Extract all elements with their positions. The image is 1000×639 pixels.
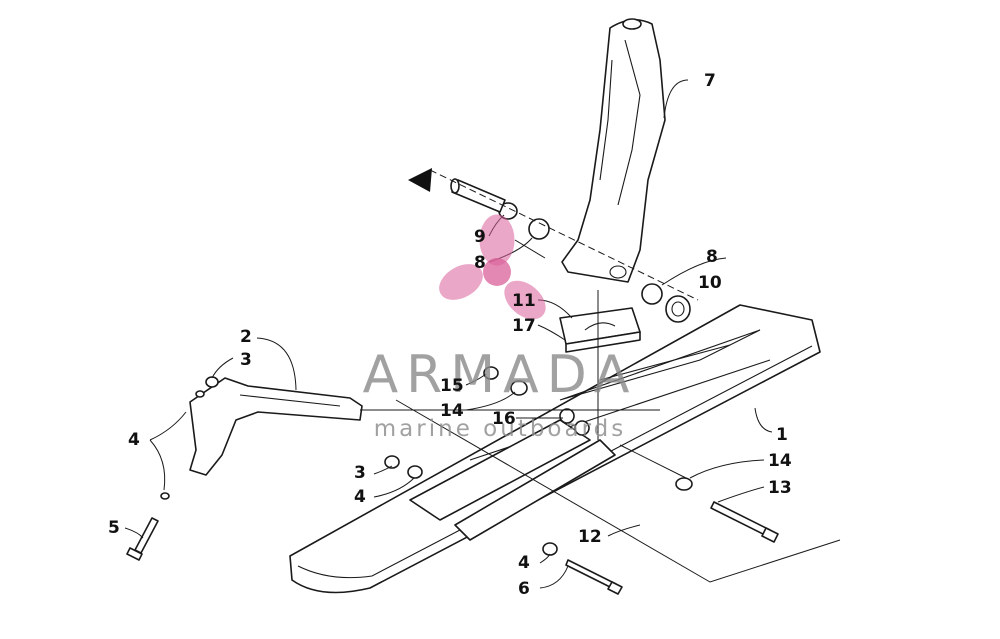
callout-14-right: 14: [768, 451, 792, 471]
watermark-title: ARMADA: [363, 345, 638, 405]
callout-10: 10: [698, 273, 722, 293]
bushings: [498, 202, 691, 323]
callout-9: 9: [474, 227, 486, 247]
watermark-subtitle: marine outboards: [374, 416, 626, 442]
fasteners: [160, 366, 693, 556]
pivot-block: [559, 307, 641, 353]
callout-4-middle: 4: [354, 487, 366, 507]
ski-handle: [189, 376, 363, 476]
callout-4-left: 4: [128, 430, 140, 450]
ski-runner: [289, 304, 821, 594]
pivot-shaft: [408, 168, 699, 301]
callout-7: 7: [704, 71, 716, 91]
callout-15: 15: [440, 376, 464, 396]
callout-3-lower: 3: [354, 463, 366, 483]
alignment-lines: [360, 239, 841, 583]
direction-arrow-icon: [408, 168, 432, 192]
spindle-housing: [561, 18, 666, 283]
callout-6: 6: [518, 579, 530, 599]
armada-watermark: ARMADA marine outboards: [363, 214, 638, 442]
callout-11: 11: [512, 291, 536, 311]
callout-8-left: 8: [474, 253, 486, 273]
bolts: [126, 501, 779, 595]
callout-1: 1: [776, 425, 788, 445]
callout-8-right: 8: [706, 247, 718, 267]
callout-labels: 1 2 3 3 4 4 4 5 6 7 8 8 9 10 11 12 13 14…: [108, 71, 792, 599]
callout-2: 2: [240, 327, 252, 347]
callout-3-upper: 3: [240, 350, 252, 370]
callout-16: 16: [492, 409, 516, 429]
callout-13: 13: [768, 478, 792, 498]
callout-12: 12: [578, 527, 602, 547]
callout-5: 5: [108, 518, 120, 538]
callout-4-bottom: 4: [518, 553, 530, 573]
callout-14-left: 14: [440, 401, 464, 421]
callout-17: 17: [512, 316, 536, 336]
propeller-logo-icon: [439, 214, 546, 320]
